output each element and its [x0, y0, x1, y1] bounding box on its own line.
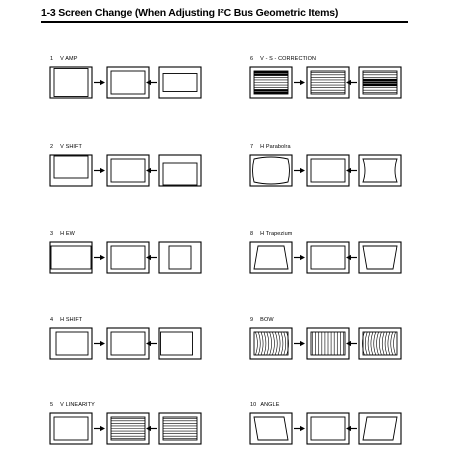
monitor-screen-icon: [249, 241, 293, 274]
item-number: 7: [250, 144, 254, 150]
monitor-screen-icon: [106, 412, 150, 445]
item-label: H EW: [60, 231, 75, 237]
monitor-screen-icon: [158, 412, 202, 445]
item-label: V AMP: [60, 56, 78, 62]
item-number: 9: [250, 317, 254, 323]
arrow-right-icon: [294, 425, 305, 432]
item-label: H Parabolra: [260, 144, 291, 150]
monitor-screen-icon: [106, 327, 150, 360]
item-label: BOW: [260, 317, 274, 323]
monitor-screen-icon: [358, 66, 402, 99]
arrow-left-icon: [346, 167, 357, 174]
monitor-screen-icon: [49, 154, 93, 187]
item-caption: 9 BOW: [250, 317, 274, 323]
item-number: 10: [250, 402, 257, 408]
item-number: 8: [250, 231, 254, 237]
arrow-left-icon: [346, 254, 357, 261]
page-title: 1-3 Screen Change (When Adjusting I²C Bu…: [41, 7, 339, 19]
item-diagram: [49, 412, 202, 445]
item-diagram: [49, 66, 202, 99]
item-number: 3: [50, 231, 54, 237]
arrow-right-icon: [294, 167, 305, 174]
arrow-left-icon: [146, 79, 157, 86]
monitor-screen-icon: [249, 66, 293, 99]
monitor-screen-icon: [106, 154, 150, 187]
item-number: 1: [50, 56, 54, 62]
arrow-left-icon: [146, 425, 157, 432]
item-caption: 2 V SHIFT: [50, 144, 82, 150]
item-caption: 1 V AMP: [50, 56, 77, 62]
item-diagram: [49, 327, 202, 360]
arrow-right-icon: [94, 425, 105, 432]
arrow-right-icon: [94, 79, 105, 86]
monitor-screen-icon: [306, 327, 350, 360]
item-caption: 4 H SHIFT: [50, 317, 82, 323]
item-label: V LINEARITY: [60, 402, 95, 408]
monitor-screen-icon: [158, 241, 202, 274]
item-diagram: [249, 412, 402, 445]
item-label: V - S - CORRECTION: [260, 56, 317, 62]
arrow-left-icon: [346, 425, 357, 432]
monitor-screen-icon: [49, 66, 93, 99]
item-diagram: [49, 154, 202, 187]
item-diagram: [249, 241, 402, 274]
arrow-right-icon: [94, 340, 105, 347]
monitor-screen-icon: [158, 327, 202, 360]
item-number: 2: [50, 144, 54, 150]
monitor-screen-icon: [306, 66, 350, 99]
arrow-right-icon: [94, 167, 105, 174]
item-diagram: [249, 327, 402, 360]
item-label: V SHIFT: [60, 144, 82, 150]
item-number: 6: [250, 56, 254, 62]
monitor-screen-icon: [306, 412, 350, 445]
monitor-screen-icon: [358, 241, 402, 274]
item-label: ANGLE: [260, 402, 280, 408]
monitor-screen-icon: [49, 327, 93, 360]
item-caption: 5 V LINEARITY: [50, 402, 95, 408]
item-label: H Trapezium: [260, 231, 293, 237]
monitor-screen-icon: [358, 154, 402, 187]
arrow-left-icon: [346, 79, 357, 86]
monitor-screen-icon: [106, 66, 150, 99]
monitor-screen-icon: [106, 241, 150, 274]
item-caption: 8 H Trapezium: [250, 231, 292, 237]
arrow-right-icon: [294, 254, 305, 261]
item-number: 5: [50, 402, 54, 408]
item-caption: 6 V - S - CORRECTION: [250, 56, 316, 62]
monitor-screen-icon: [158, 66, 202, 99]
monitor-screen-icon: [306, 241, 350, 274]
title-rule: [41, 21, 408, 23]
monitor-screen-icon: [358, 412, 402, 445]
arrow-left-icon: [146, 254, 157, 261]
monitor-screen-icon: [158, 154, 202, 187]
monitor-screen-icon: [306, 154, 350, 187]
item-diagram: [49, 241, 202, 274]
monitor-screen-icon: [249, 327, 293, 360]
item-diagram: [249, 66, 402, 99]
arrow-right-icon: [294, 79, 305, 86]
item-number: 4: [50, 317, 54, 323]
item-caption: 3 H EW: [50, 231, 75, 237]
arrow-left-icon: [346, 340, 357, 347]
monitor-screen-icon: [358, 327, 402, 360]
item-label: H SHIFT: [60, 317, 83, 323]
item-diagram: [249, 154, 402, 187]
arrow-left-icon: [146, 167, 157, 174]
monitor-screen-icon: [49, 412, 93, 445]
monitor-screen-icon: [249, 412, 293, 445]
arrow-right-icon: [94, 254, 105, 261]
item-caption: 7 H Parabolra: [250, 144, 291, 150]
monitor-screen-icon: [249, 154, 293, 187]
arrow-right-icon: [294, 340, 305, 347]
monitor-screen-icon: [49, 241, 93, 274]
arrow-left-icon: [146, 340, 157, 347]
